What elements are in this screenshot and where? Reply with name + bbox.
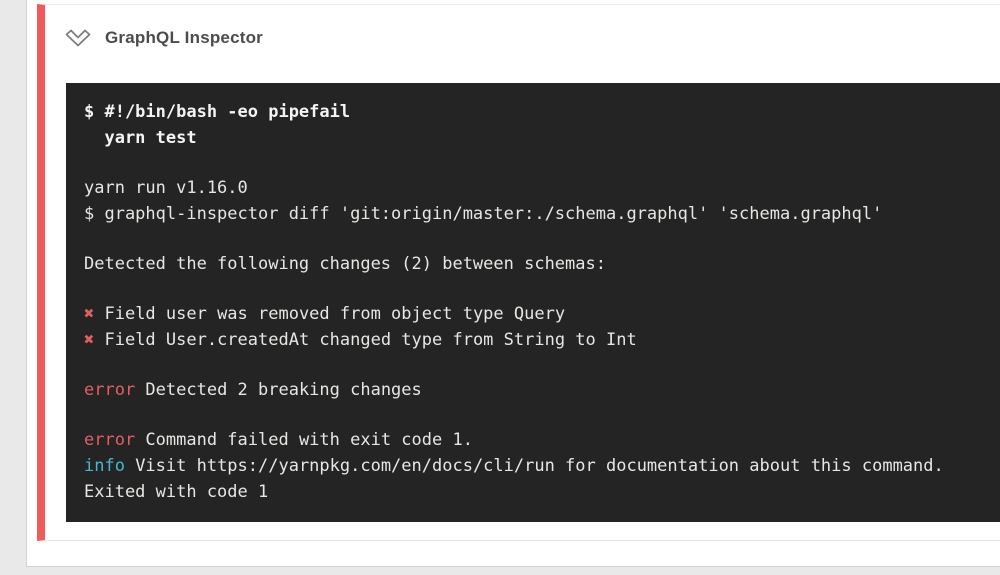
terminal-line: yarn test <box>84 125 982 151</box>
terminal-line: $ #!/bin/bash -eo pipefail <box>84 99 982 125</box>
terminal-text: Command failed with exit code 1. <box>135 430 473 450</box>
terminal-line: error Detected 2 breaking changes <box>84 377 982 403</box>
terminal-blank-line <box>84 151 982 175</box>
terminal-text: $ #!/bin/bash -eo pipefail <box>84 102 351 122</box>
terminal-text: Visit https://yarnpkg.com/en/docs/cli/ru… <box>124 456 944 476</box>
error-label: error <box>84 430 136 450</box>
terminal-blank-line <box>84 227 982 251</box>
terminal-text: Field user was removed from object type … <box>94 304 566 324</box>
error-label: error <box>84 380 136 400</box>
terminal-text: Detected the following changes (2) betwe… <box>84 254 606 274</box>
terminal-output: $ #!/bin/bash -eo pipefail yarn test yarn… <box>66 83 1000 522</box>
terminal-blank-line <box>84 277 982 301</box>
terminal-blank-line <box>84 403 982 427</box>
terminal-text: Detected 2 breaking changes <box>135 380 422 400</box>
info-label: info <box>84 456 125 476</box>
content-panel: GraphQL Inspector $ #!/bin/bash -eo pipe… <box>26 0 1000 567</box>
terminal-text: $ graphql-inspector diff 'git:origin/mas… <box>84 204 883 224</box>
step-title: GraphQL Inspector <box>105 28 264 47</box>
terminal-line: error Command failed with exit code 1. <box>84 427 982 453</box>
terminal-text: Exited with code 1 <box>84 482 269 502</box>
terminal-text: yarn run v1.16.0 <box>84 178 248 198</box>
terminal-line: yarn run v1.16.0 <box>84 175 982 201</box>
chevron-down-icon[interactable] <box>64 26 92 50</box>
terminal-line: Detected the following changes (2) betwe… <box>84 251 982 277</box>
terminal-text: Field User.createdAt changed type from S… <box>94 330 637 350</box>
terminal-text: yarn test <box>84 128 197 148</box>
terminal-line: ✖ Field User.createdAt changed type from… <box>84 327 982 353</box>
terminal-line: ✖ Field user was removed from object typ… <box>84 301 982 327</box>
terminal-line: Exited with code 1 <box>84 479 982 505</box>
step-header[interactable]: GraphQL Inspector <box>45 5 1000 50</box>
breaking-change-x-icon: ✖ <box>84 330 95 350</box>
build-step-card: GraphQL Inspector $ #!/bin/bash -eo pipe… <box>37 4 1000 541</box>
terminal-line: info Visit https://yarnpkg.com/en/docs/c… <box>84 453 982 479</box>
terminal-line: $ graphql-inspector diff 'git:origin/mas… <box>84 201 982 227</box>
terminal-blank-line <box>84 353 982 377</box>
breaking-change-x-icon: ✖ <box>84 304 95 324</box>
